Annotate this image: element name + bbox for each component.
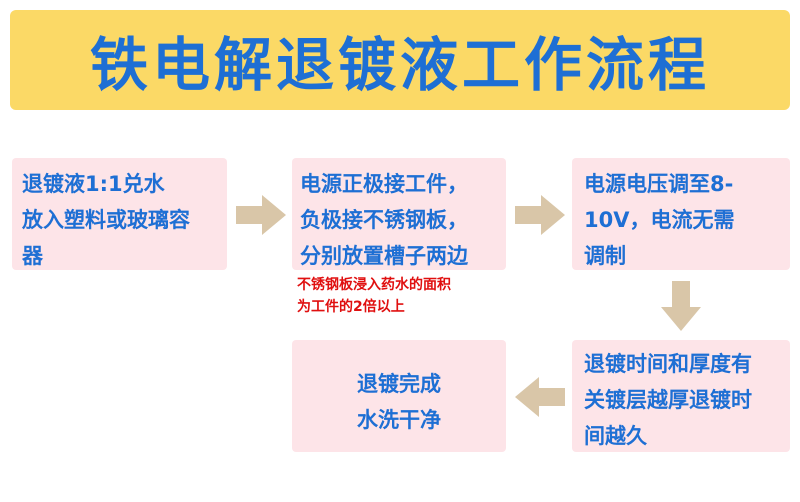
step-5-line-1: 退镀完成 [357,372,441,396]
step-1-line-1: 退镀液1:1兑水 [22,172,165,196]
step-5-line-2: 水洗干净 [357,408,441,432]
arrow-right-icon [236,195,286,235]
step-2-line-1: 电源正极接工件， [300,172,468,196]
step-2-line-3: 分别放置槽子两边 [300,244,468,268]
arrow-right-icon [515,195,565,235]
note-text: 不锈钢板浸入药水的面积 为工件的2倍以上 [297,274,451,318]
step-2-box: 电源正极接工件， 负极接不锈钢板， 分别放置槽子两边 [292,158,506,270]
step-4-box: 退镀时间和厚度有 关镀层越厚退镀时 间越久 [572,340,790,452]
page-title: 铁电解退镀液工作流程 [89,31,710,99]
note-line-1: 不锈钢板浸入药水的面积 [297,277,451,293]
step-2-line-2: 负极接不锈钢板， [300,208,468,232]
note-line-2: 为工件的2倍以上 [297,299,405,315]
step-3-line-3: 调制 [584,244,626,268]
step-1-line-2: 放入塑料或玻璃容 [22,208,190,232]
title-banner: 铁电解退镀液工作流程 [10,10,790,110]
step-3-line-2: 10V，电流无需 [584,208,735,232]
step-4-line-2: 关镀层越厚退镀时 [584,388,752,412]
step-4-line-1: 退镀时间和厚度有 [584,352,752,376]
step-3-box: 电源电压调至8- 10V，电流无需 调制 [572,158,790,270]
step-3-line-1: 电源电压调至8- [584,172,734,196]
step-4-line-3: 间越久 [584,424,647,448]
step-1-box: 退镀液1:1兑水 放入塑料或玻璃容 器 [12,158,227,270]
arrow-left-icon [515,377,565,417]
arrow-down-icon [661,281,701,331]
step-1-line-3: 器 [22,244,43,268]
step-5-box: 退镀完成 水洗干净 [292,340,506,452]
